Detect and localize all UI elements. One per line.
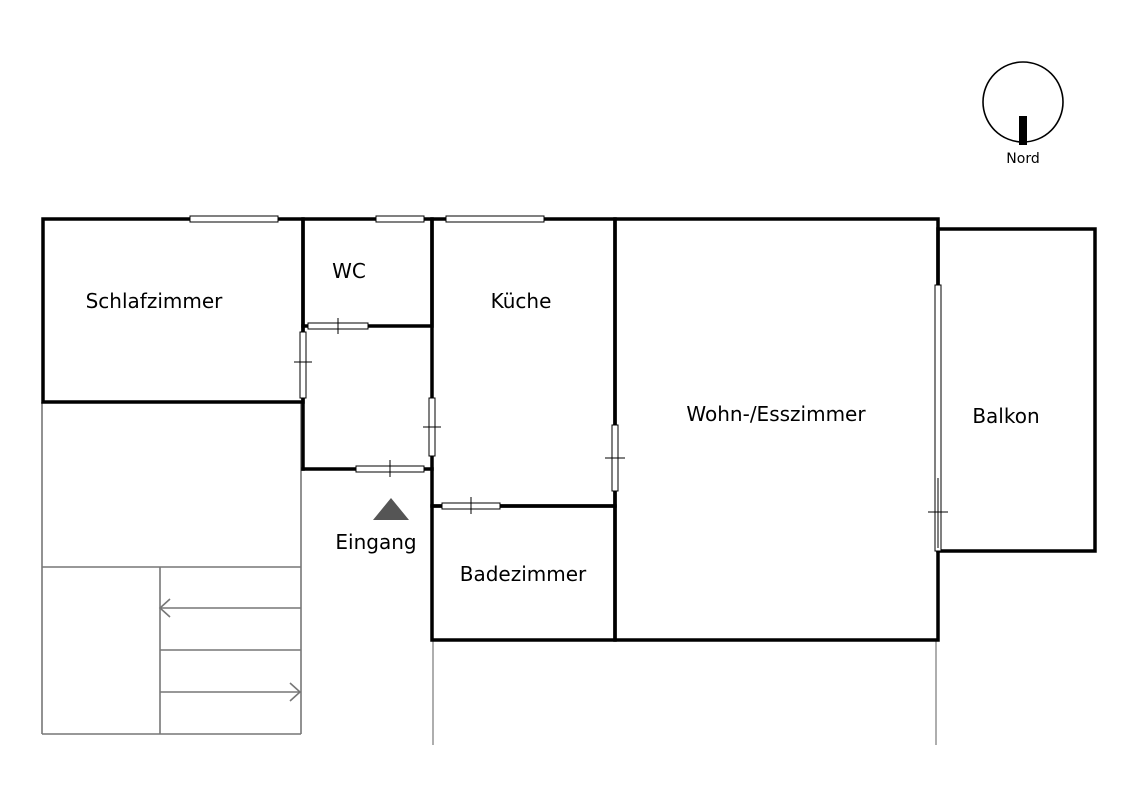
door-schlafzimmer xyxy=(299,331,307,399)
room-label-balkon: Balkon xyxy=(972,404,1039,428)
door-balkon xyxy=(934,284,942,552)
compass-label: Nord xyxy=(1006,151,1039,167)
room-label-schlafzimmer: Schlafzimmer xyxy=(86,289,224,313)
stair-arrow-left-icon xyxy=(158,598,171,618)
window xyxy=(189,215,279,223)
compass: Nord xyxy=(982,61,1064,167)
room-label-wohn-esszimmer: Wohn-/Esszimmer xyxy=(686,402,866,426)
staircase xyxy=(41,402,302,735)
room-label-wc: WC xyxy=(332,259,366,283)
north-arrow-icon xyxy=(1019,116,1027,145)
doors xyxy=(294,284,948,552)
windows xyxy=(189,215,545,223)
stair-arrow-right-icon xyxy=(289,682,302,702)
entrance-triangle-icon xyxy=(373,498,409,520)
room-label-kueche: Küche xyxy=(491,289,552,313)
extension-lines xyxy=(432,640,937,745)
window xyxy=(375,215,425,223)
window xyxy=(445,215,545,223)
room-label-badezimmer: Badezimmer xyxy=(460,562,587,586)
entrance-label: Eingang xyxy=(335,530,416,554)
